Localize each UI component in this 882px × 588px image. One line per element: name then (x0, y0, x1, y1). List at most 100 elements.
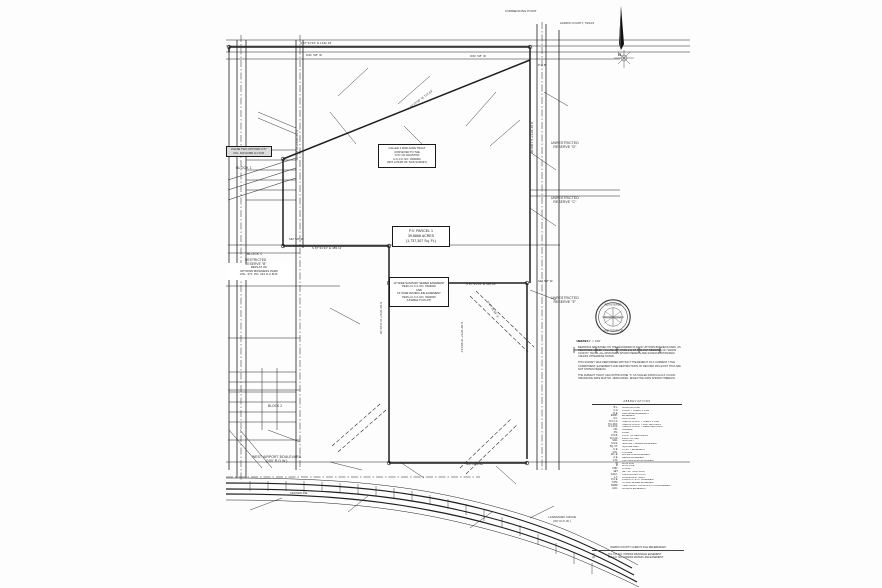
north-arrow-icon (619, 6, 624, 50)
annotation-a-found-2-line: FND. 5/8" IR (470, 55, 486, 58)
legend-key: C.M. (612, 458, 618, 462)
legend-row: D.E.DRAINAGE EASEMENT (592, 412, 682, 416)
annotation-a-cl-line: CENTERLINE (290, 492, 308, 495)
legend-row: W.L.E.WATER LINE EASEMENT (592, 453, 682, 457)
footer-text: H.C.C.F. NO. X000000 DRAINAGE EASEMENT (608, 553, 662, 557)
notes-block: NOTES: BEARINGS ARE BASED ON THE RECORDE… (578, 340, 682, 392)
main-parcel-line3: (1,737,307 Sq. Ft.) (406, 238, 436, 243)
easement-strips (331, 290, 535, 475)
legend-key: P.O.B. (611, 433, 618, 437)
legend-value: SANITARY (622, 440, 634, 443)
notes-p2: THIS SURVEY WAS PERFORMED WITHOUT THE BE… (578, 361, 681, 371)
legend-value: IRON PIPE (622, 465, 635, 468)
legend-row: F.C.FILM CODE (592, 417, 682, 421)
block-label-block-2-line: BLOCK 2 (268, 404, 283, 408)
block-label-block-2: BLOCK 2 (268, 404, 282, 408)
footer-mark: (2) (592, 556, 596, 560)
legend-row: H.C.C.F.HARRIS COUNTY CLERK'S FILE (592, 420, 682, 424)
legend-value: IRON ROD (622, 462, 635, 465)
reserve-label-res-b-line: RESERVE "B" (245, 262, 267, 266)
reserve-label-res-e-line: UNRESTRICTED (551, 296, 579, 300)
road-edge-light (225, 477, 640, 588)
road-curve (225, 482, 638, 583)
bearing-label-b-n-top-line: S 87°41'23" E 1342.18' (300, 41, 332, 45)
street-label-street-lower: LANDMARK DRIVE(60' R.O.W.) (548, 515, 577, 524)
legend-value: BUILDING LINE (622, 407, 640, 409)
bearing-label-b-w-mid2: S 02°18'37" W 983.21' (459, 321, 464, 353)
legend-title: ABBREVIATIONS (592, 400, 682, 405)
block-label-block-1-lower: BLOCK 1 (247, 252, 262, 256)
bearing-label-b-w-mid2-line: S 02°18'37" W 983.21' (459, 321, 464, 353)
footer-row: (2)H.C.C.F. NO. X000000 WATER LINE EASEM… (592, 556, 684, 559)
reserve-label-res-d-line: UNRESTRICTED (551, 141, 579, 145)
legend-row: H.C.D.R.HARRIS COUNTY DEED RECORDS (592, 426, 682, 429)
annotation-a-found-3: SET 5/8" IR (289, 238, 304, 241)
legend-key: H.C.D.R. (608, 425, 618, 429)
bearing-label-b-s-2-line: S 87°41'23" E 348.00' (466, 282, 497, 286)
street-label-street-lower-line: (60' R.O.W.) (553, 518, 571, 523)
legend-value: HARRIS COUNTY MAP RECORDS (622, 423, 661, 426)
legend-value: HARRIS COUNTY CLERK'S FILE (622, 420, 659, 423)
notes-p3: THE SUBJECT TRACT LIES WITHIN ZONE "X" A… (578, 373, 676, 380)
legend-row: CALC.CALCULATED POINT (592, 473, 682, 477)
legend-row: SQ. FT.SQUARE FEET (592, 445, 682, 449)
upper-callout-line1: CALLED 2.0000 ACRE TRACT (388, 147, 426, 151)
annotation-a-found-4: SET 5/8" IR (538, 280, 553, 283)
legend-key: SET (613, 469, 618, 473)
annotation-a-match: MATCH LINE (466, 463, 483, 466)
plat-header-line1: PHASE TWO UPTOWN CITY (231, 148, 267, 152)
legend-row: L.T.LANDSCAPE TRACT (592, 475, 682, 480)
legend-row: ESMT.EASEMENT (592, 415, 682, 418)
bearing-label-b-e-right-line: N 02°18'37" E 1600.00' (529, 121, 534, 154)
bearing-label-b-w-upper-line: S 02°18'37" W 480.00' (294, 129, 299, 161)
legend-row: ACC.ACCESS EASEMENT (592, 487, 682, 491)
annotation-a-county-line: HARRIS COUNTY, TEXAS (560, 22, 595, 25)
north-arrow-label: N (618, 52, 621, 57)
annotation-a-found-1: FND. 5/8" IR (306, 54, 322, 57)
subdivision-line3: VOL. 377, PG. 141 H.C.M.R. (239, 272, 279, 277)
upper-callout-box: CALLED 2.0000 ACRE TRACT CONVEYED TO THE… (378, 144, 436, 168)
legend-value: EASEMENT (622, 415, 636, 418)
footer-mark: (1) (592, 553, 596, 557)
right-of-way-lines (228, 24, 560, 478)
legend-key: C.F. (613, 408, 618, 412)
street-label-street-lower-line: LANDMARK DRIVE (548, 515, 577, 519)
legend-key: IR (615, 461, 618, 465)
surveyor-seal: REGISTERED PROFESSIONAL LAND SURVEYOR (594, 298, 632, 336)
easement-line1: 10' WIDE SANITARY SEWER EASEMENT (393, 281, 445, 285)
legend-key: PG. (613, 431, 618, 435)
bearing-label-b-e-right: N 02°18'37" E 1600.00' (529, 121, 534, 154)
legend-row: TEMP.TEMPORARY CONSTRUCTION EASEMENT (592, 483, 682, 488)
legend-value: VOLUME (622, 451, 633, 454)
annotation-a-match-line: MATCH LINE (466, 463, 484, 466)
legend-key: L.T. (614, 475, 618, 479)
legend-row: PG.PAGE (592, 431, 682, 435)
legend-row: SET SET 5/8" IRON ROD (592, 469, 682, 474)
angled-lot-lines (227, 157, 297, 469)
legend-key: FND. (612, 467, 618, 471)
legend-key: P.U.E. (611, 478, 618, 482)
street-label-street-main-line: (100' R.O.W.) (265, 459, 288, 464)
legend-key: TEMP. (610, 483, 618, 487)
legend-row: C.M.CONTROLLING MONUMENT (592, 458, 682, 463)
reserve-label-res-c-line: RESERVE "C" (553, 200, 577, 205)
main-parcel-label-box: P.V. PARCEL 1 39.8868 ACRES (1,737,307 S… (392, 226, 450, 247)
footer-row: (1) H.C.C.F. NO. X000000 DRAINAGE EASEMEN… (592, 553, 684, 556)
legend-row: FND.FOUND (592, 467, 682, 471)
annotation-a-found-4-line: SET 5/8" IR (538, 280, 553, 283)
annotation-a-commencing-line: COMMENCING POINT (505, 9, 537, 13)
annotation-a-scale: SCALE: 1" = 100' (576, 339, 601, 344)
block-label-block-1-lower-line: BLOCK 1 (247, 252, 263, 256)
legend-value: POINT OF BEGINNING (622, 434, 648, 437)
legend-value: SET 5/8" IRON ROD (622, 470, 645, 473)
annotation-a-found-1-line: FND. 5/8" IR (306, 54, 322, 57)
parcel-boundary (228, 46, 531, 464)
